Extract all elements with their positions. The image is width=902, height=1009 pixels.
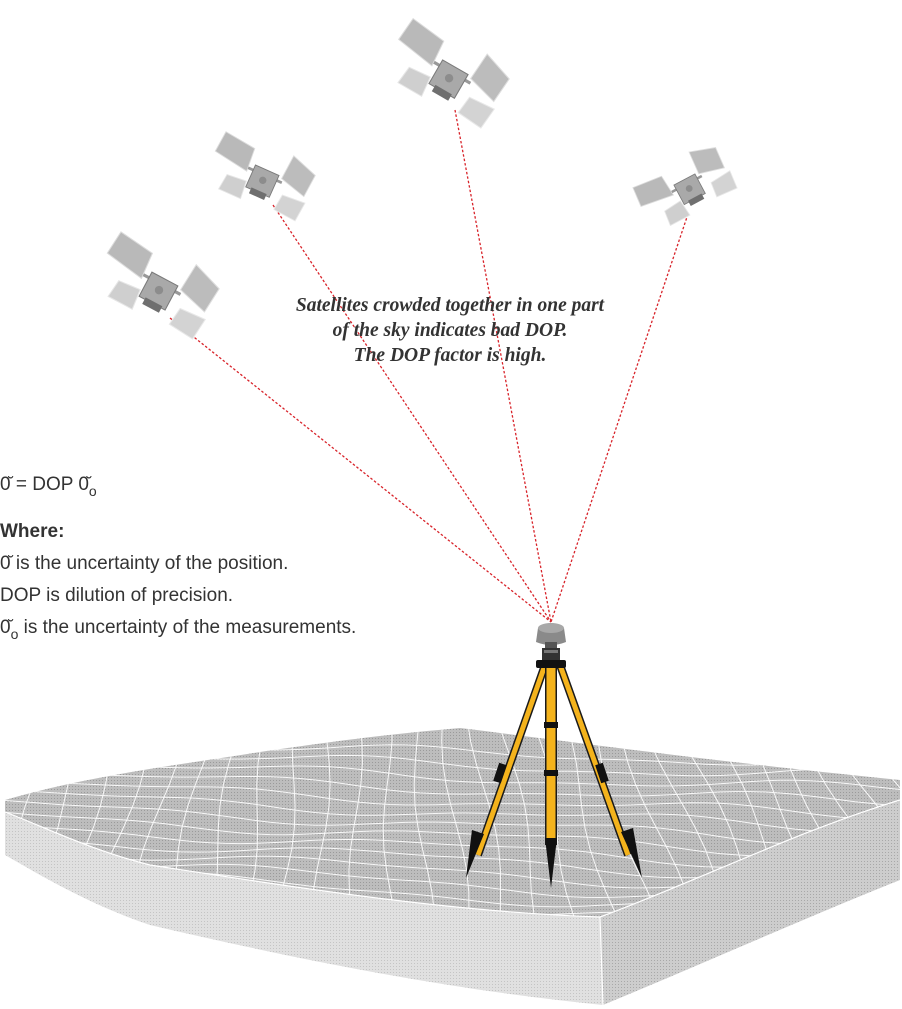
caption-line-3: The DOP factor is high. bbox=[353, 345, 547, 366]
tripod-leg-left bbox=[466, 663, 549, 878]
signal-line bbox=[169, 317, 552, 623]
satellite-icon bbox=[214, 131, 316, 222]
tripod-leg-right bbox=[556, 663, 642, 878]
legend-text: is the uncertainty of the measurements. bbox=[18, 617, 357, 638]
terrain-front-side bbox=[5, 812, 603, 1005]
mesh-line bbox=[5, 782, 900, 821]
mesh-line bbox=[413, 728, 436, 917]
tripod-leg-center bbox=[544, 665, 558, 888]
legend-item: 0̆o is the uncertainty of the measuremen… bbox=[0, 615, 356, 647]
legend-item: 0̆ is the uncertainty of the position. bbox=[0, 551, 356, 583]
legend-symbol: 0̆ bbox=[0, 617, 11, 638]
mesh-line bbox=[382, 728, 398, 917]
formula-equals: = DOP bbox=[10, 474, 79, 495]
terrain-right-side bbox=[600, 800, 900, 1005]
gps-antenna bbox=[536, 623, 566, 648]
mesh-line bbox=[5, 799, 900, 846]
receiver-mount bbox=[536, 648, 566, 668]
dop-formula: 0̆ = DOP 0̆o bbox=[0, 474, 97, 499]
formula-lhs: 0̆ bbox=[0, 474, 11, 495]
formula-legend: Where: 0̆ is the uncertainty of the posi… bbox=[0, 519, 356, 647]
legend-text: is the uncertainty of the position. bbox=[10, 553, 289, 574]
where-heading: Where: bbox=[0, 521, 65, 542]
mesh-line bbox=[5, 790, 900, 834]
satellite-icon bbox=[397, 17, 510, 129]
legend-text: DOP is dilution of precision. bbox=[0, 585, 234, 606]
legend-symbol: 0̆ bbox=[0, 553, 11, 574]
mesh-line bbox=[441, 728, 470, 917]
signal-lines bbox=[169, 109, 689, 623]
satellite-icon bbox=[632, 147, 738, 227]
terrain-block bbox=[4, 728, 901, 1006]
signal-line bbox=[550, 213, 689, 623]
satellite-icon bbox=[106, 231, 220, 340]
dop-caption: Satellites crowded together in one part … bbox=[250, 293, 650, 368]
gps-receiver-tripod bbox=[466, 623, 642, 888]
caption-line-2: of the sky indicates bad DOP. bbox=[332, 320, 568, 341]
mesh-line bbox=[565, 728, 626, 917]
mesh-line bbox=[466, 728, 502, 917]
formula-sigma: 0̆ bbox=[78, 474, 89, 495]
caption-line-1: Satellites crowded together in one part bbox=[295, 295, 605, 316]
signal-line bbox=[454, 109, 552, 623]
legend-item: DOP is dilution of precision. bbox=[0, 583, 356, 615]
legend-subscript: o bbox=[10, 626, 19, 642]
formula-subscript: o bbox=[88, 483, 97, 499]
satellites bbox=[106, 17, 738, 340]
mesh-line bbox=[5, 774, 900, 807]
